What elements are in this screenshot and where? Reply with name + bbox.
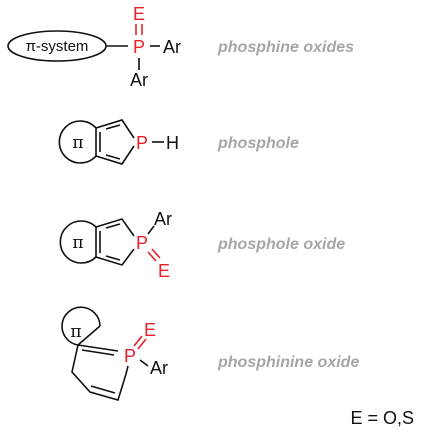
- phosphinine-oxide-structure: π P E Ar: [61, 306, 168, 401]
- ring-upper-bonds: [95, 218, 135, 237]
- ring-lower-bonds: [95, 145, 135, 165]
- bond-c-p: [77, 344, 119, 352]
- label-phosphole: phosphole: [217, 135, 299, 152]
- label-phosphinine-oxide: phosphinine oxide: [217, 354, 359, 371]
- lower-double-bond: [105, 154, 121, 160]
- label-phosphine-oxides: phosphine oxides: [217, 39, 354, 56]
- pi-symbol: π: [70, 322, 81, 342]
- phosphorus-atom: P: [124, 346, 136, 366]
- phosphorus-atom: P: [136, 133, 148, 153]
- upper-double-bond: [105, 124, 121, 130]
- pi-arc: [61, 306, 101, 346]
- aryl-group: Ar: [150, 358, 168, 378]
- upper-double-bond: [105, 223, 121, 229]
- phosphole-structure: π P H: [58, 119, 179, 165]
- bond-p-ar: [139, 359, 149, 367]
- pi-system-label: π-system: [26, 38, 89, 55]
- lower-double-bond: [90, 385, 116, 394]
- pi-arc: [59, 220, 97, 264]
- chalcogen-atom: E: [133, 4, 145, 24]
- ring-upper-bonds: [95, 119, 135, 139]
- aryl-group-bottom: Ar: [130, 70, 148, 90]
- lower-double-bond: [105, 255, 121, 261]
- legend-e-definition: E = O,S: [350, 408, 414, 428]
- ring-lower-bonds: [71, 344, 127, 401]
- double-bond-p-e-b: [137, 338, 147, 350]
- hydrogen-atom: H: [166, 133, 179, 153]
- aryl-group: Ar: [154, 209, 172, 229]
- phosphole-oxide-structure: π P Ar E: [59, 209, 172, 281]
- phosphorus-atom: P: [136, 233, 148, 253]
- bond-ch2-p: [125, 365, 129, 375]
- phosphorus-atom: P: [133, 37, 145, 57]
- pi-symbol: π: [72, 233, 83, 253]
- double-bond-p-e-a: [147, 251, 157, 262]
- phosphine-oxide-structure: π-system P E Ar Ar: [7, 4, 181, 90]
- chalcogen-atom: E: [144, 320, 156, 340]
- label-phosphole-oxide: phosphole oxide: [217, 236, 345, 253]
- c-p-double-bond: [81, 349, 115, 356]
- ring-fusion-bond: [77, 325, 101, 346]
- double-bond-p-e-a: [133, 335, 143, 347]
- aryl-group-right: Ar: [163, 37, 181, 57]
- bond-p-ar: [147, 225, 155, 235]
- ring-lower-bonds: [95, 248, 135, 266]
- pi-arc: [58, 120, 97, 164]
- chalcogen-atom: E: [158, 261, 170, 281]
- double-bond-p-e-b: [151, 248, 161, 259]
- pi-symbol: π: [72, 133, 83, 153]
